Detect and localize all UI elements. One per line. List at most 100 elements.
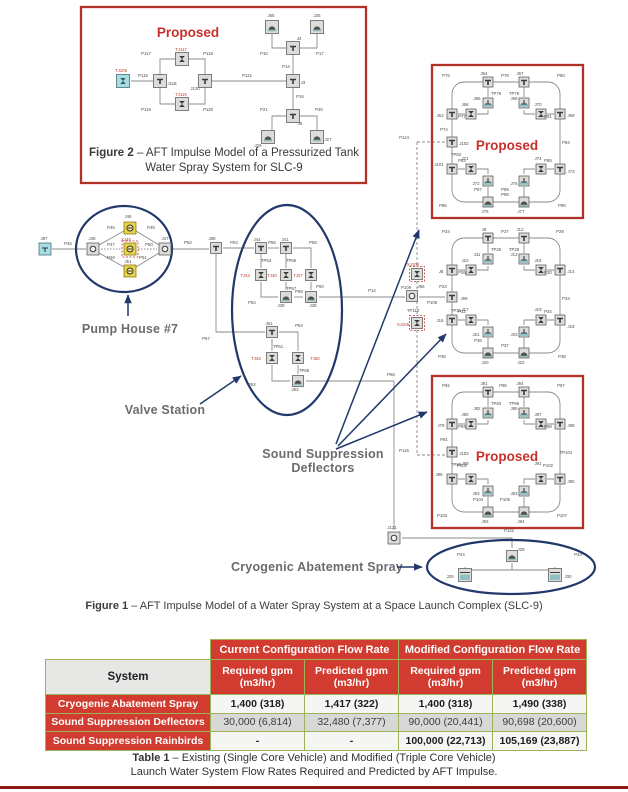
node-J41: [280, 242, 292, 254]
node-TJ106: [116, 74, 130, 88]
node-J101: [446, 163, 458, 175]
pipe-label: TP99: [451, 462, 462, 467]
node-J86: [210, 242, 222, 254]
pipe-label: J89: [462, 461, 470, 466]
pipe-label: J20: [482, 360, 490, 365]
pipe: [293, 247, 312, 268]
pipe-label: P85: [544, 158, 552, 163]
node-J15: [535, 264, 547, 276]
pipe-label: TJ37: [293, 273, 303, 278]
node-J91: [535, 473, 547, 485]
pipe-label: J26: [255, 143, 263, 148]
pipe-label: J15: [535, 258, 543, 263]
pipe-label: J53: [292, 387, 300, 392]
pipe-label: J10: [462, 258, 470, 263]
pipe: [159, 58, 175, 75]
node-TJ117: [175, 52, 189, 66]
pipe-label: P105: [500, 497, 511, 502]
annotation-label: Sound Suppression: [262, 447, 383, 461]
pipe-label: P107: [557, 513, 568, 518]
proposed-label: Proposed: [157, 25, 219, 40]
pipe-label: J68: [511, 96, 519, 101]
proposed-label: Proposed: [476, 449, 538, 464]
node-J77: [518, 196, 530, 208]
annotation-label: Pump House #7: [82, 322, 178, 336]
annotation-arrow: [335, 411, 428, 450]
pipe-label: J64: [481, 71, 489, 76]
node-J10: [465, 264, 477, 276]
pipe-label: J94: [518, 519, 526, 524]
pipe-label: J9: [482, 227, 487, 232]
node-J51: [123, 264, 137, 278]
node-J25: [310, 20, 324, 34]
node-J83: [482, 485, 494, 497]
pipe-label: P92: [442, 383, 450, 388]
pipe-label: TP101: [560, 450, 573, 455]
node-J11: [482, 253, 494, 265]
pipe-label: P94: [458, 424, 466, 429]
pipe-label: P10: [260, 51, 268, 56]
table-row: Cryogenic Abatement Spray 1,400 (318) 1,…: [45, 694, 587, 714]
pipe-label: J120: [190, 86, 200, 91]
pipe-label: J70: [535, 102, 543, 107]
node-J121: [387, 531, 401, 545]
pipe-label: P59: [295, 289, 303, 294]
table-cell: 1,400 (318): [210, 694, 305, 714]
pipe-label: P100: [457, 463, 468, 468]
pipe: [279, 331, 299, 351]
table-cell: 1,490 (338): [492, 694, 587, 714]
ring-connectors: [458, 243, 554, 348]
pipe-label: TP93: [491, 401, 502, 406]
pipe-label: TJ119: [175, 92, 187, 97]
node-J68: [518, 97, 530, 109]
pipe: [189, 87, 206, 105]
table-sub-header-row: System Required gpm(m3/hr) Predicted gpm…: [45, 659, 587, 695]
node-J74: [535, 163, 547, 175]
pipe-label: J66: [462, 102, 470, 107]
node-J39: [280, 291, 292, 303]
pipe: [271, 34, 286, 49]
node-J89: [465, 473, 477, 485]
node-J93: [518, 485, 530, 497]
node-J118: [153, 74, 167, 88]
pipe-label: P67: [202, 336, 210, 341]
node-J72: [482, 175, 494, 187]
node-J12: [518, 232, 530, 244]
table-group-header-row: Current Configuration Flow Rate Modified…: [45, 639, 587, 660]
table-cell: 105,169 (23,887): [492, 731, 587, 751]
flow-rate-table: Current Configuration Flow Rate Modified…: [45, 639, 587, 751]
pipe-label: J18: [568, 324, 576, 329]
table-cell: -: [210, 731, 305, 751]
table-row: Sound Suppression Deflectors 30,000 (6,8…: [45, 712, 587, 732]
pipe-label: J23: [511, 332, 519, 337]
pipe-label: P30: [544, 270, 552, 275]
pipe-label: P77: [458, 114, 466, 119]
node-J23: [518, 326, 530, 338]
node-J73: [554, 163, 566, 175]
pipe-label: P81: [544, 114, 552, 119]
pipe-label: P34: [544, 309, 552, 314]
ring-network: [451, 237, 561, 354]
node-XJ105: [409, 315, 425, 331]
pipe-label: J55: [268, 13, 276, 18]
pipe-label: P14: [282, 64, 290, 69]
annotation-arrow: [337, 333, 447, 447]
pipe-label: P26: [458, 270, 466, 275]
table-cell: 100,000 (22,713): [398, 731, 493, 751]
pipe-label: J5: [298, 121, 303, 126]
pipe-label: TJ117: [175, 47, 187, 52]
pipe-label: P43: [574, 552, 582, 557]
pipe: [260, 282, 278, 298]
valve-station-ellipse: [230, 203, 344, 417]
pipe-label: J71: [462, 156, 470, 161]
node-J71: [465, 163, 477, 175]
pipe-label: J82: [474, 406, 482, 411]
pipe-label: P24: [442, 229, 450, 234]
node-TJ34: [266, 352, 278, 364]
pipe-label: P97: [557, 383, 565, 388]
node-J4: [286, 41, 300, 55]
pipe-label: J12: [517, 227, 525, 232]
figure1-caption: Figure 1 – AFT Impulse Model of a Water …: [0, 599, 628, 613]
pipe-label: P108: [427, 300, 438, 305]
pipe-label: P117: [141, 51, 151, 56]
